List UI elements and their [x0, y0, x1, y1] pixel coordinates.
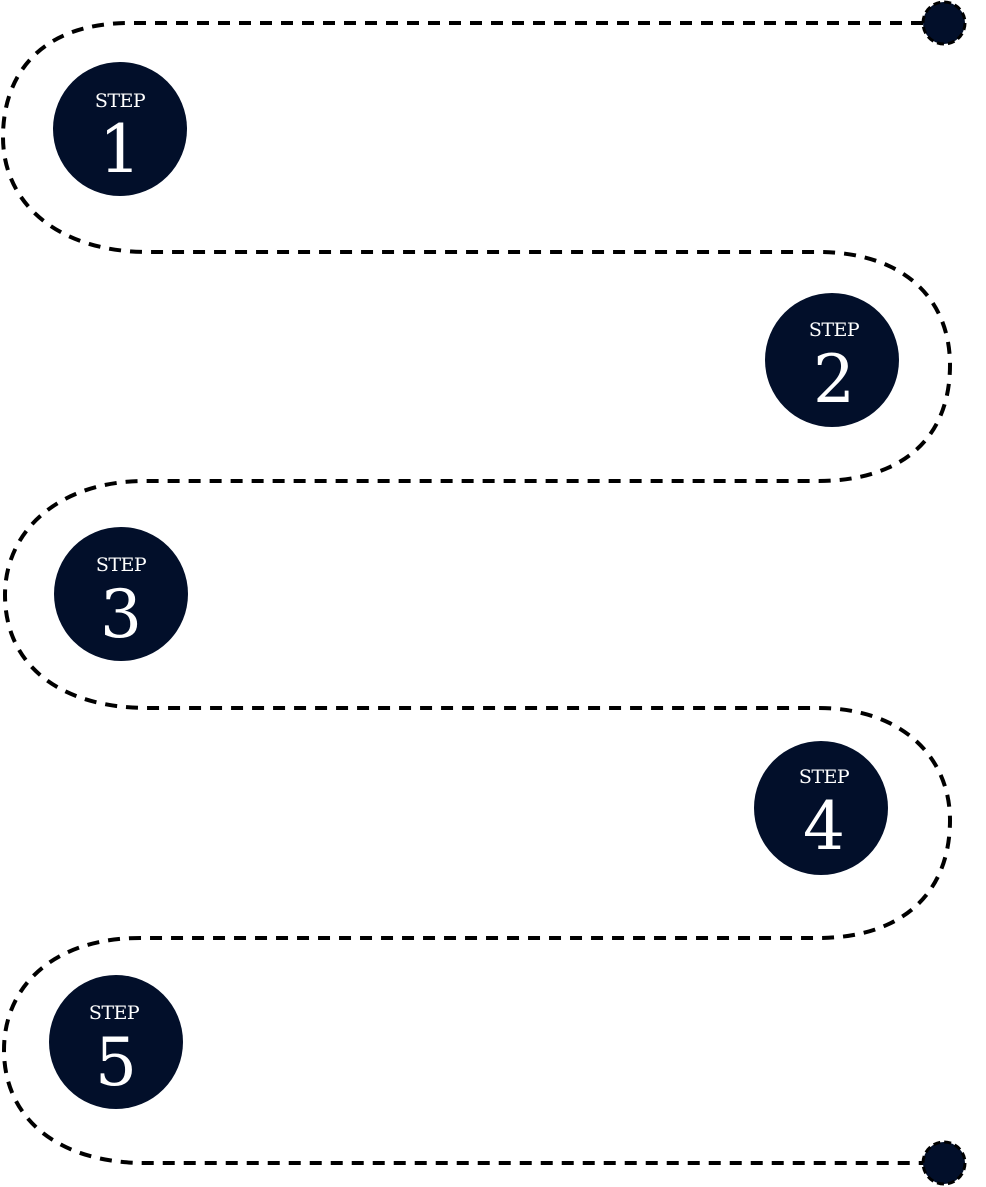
- path-start-dot: [921, 0, 967, 46]
- step-5-badge: STEP 5: [49, 975, 183, 1109]
- step-5-label: STEP: [89, 1002, 140, 1024]
- step-1-circle: [53, 62, 187, 196]
- step-1-number: 1: [99, 111, 141, 188]
- step-4-circle: [754, 741, 888, 875]
- step-2-number: 2: [813, 341, 855, 418]
- step-4-label: STEP: [799, 766, 850, 788]
- serpentine-dashed-path: [0, 21, 953, 1165]
- path-end-dot: [921, 1140, 967, 1186]
- step-4-number: 4: [803, 788, 845, 865]
- step-2-label: STEP: [809, 319, 860, 341]
- step-3-label: STEP: [96, 554, 147, 576]
- step-3-circle: [54, 527, 188, 661]
- step-5-number: 5: [95, 1024, 137, 1101]
- step-2-circle: [765, 293, 899, 427]
- step-2-badge: STEP 2: [765, 293, 899, 427]
- step-1-label: STEP: [95, 90, 146, 112]
- step-4-badge: STEP 4: [754, 741, 888, 875]
- step-5-circle: [49, 975, 183, 1109]
- step-3-number: 3: [100, 576, 142, 653]
- step-1-badge: STEP 1: [53, 62, 187, 196]
- step-3-badge: STEP 3: [54, 527, 188, 661]
